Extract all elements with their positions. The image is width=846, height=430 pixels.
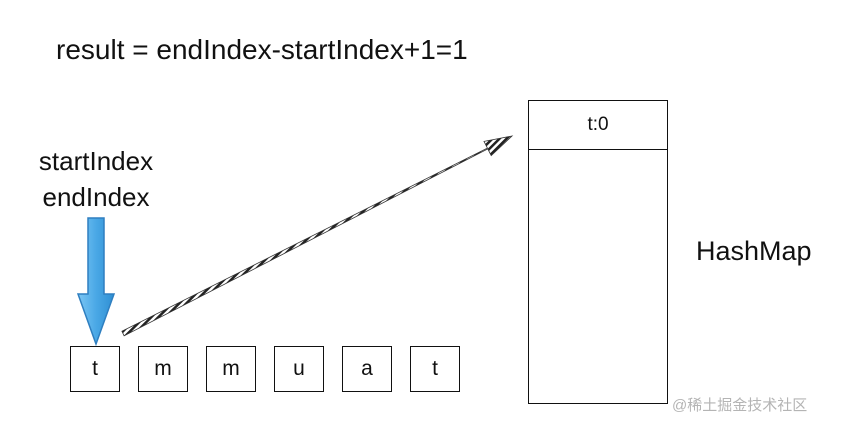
watermark: @稀土掘金技术社区 (672, 397, 808, 414)
char-cell-1: m (138, 346, 188, 392)
hashmap-entry: t:0 (529, 101, 667, 150)
char-cell-3: u (274, 346, 324, 392)
result-formula: result = endIndex-startIndex+1=1 (56, 34, 468, 65)
char-cell-0: t (70, 346, 120, 392)
hashmap-box: t:0 (528, 100, 668, 404)
pointer-down-arrow (76, 217, 116, 347)
char-cell-5: t (410, 346, 460, 392)
char-cell-4: a (342, 346, 392, 392)
mapping-arrow (121, 135, 514, 337)
hashmap-label: HashMap (696, 236, 812, 266)
char-cell-2: m (206, 346, 256, 392)
end-index-label: endIndex (42, 182, 150, 212)
start-index-label: startIndex (38, 146, 154, 176)
